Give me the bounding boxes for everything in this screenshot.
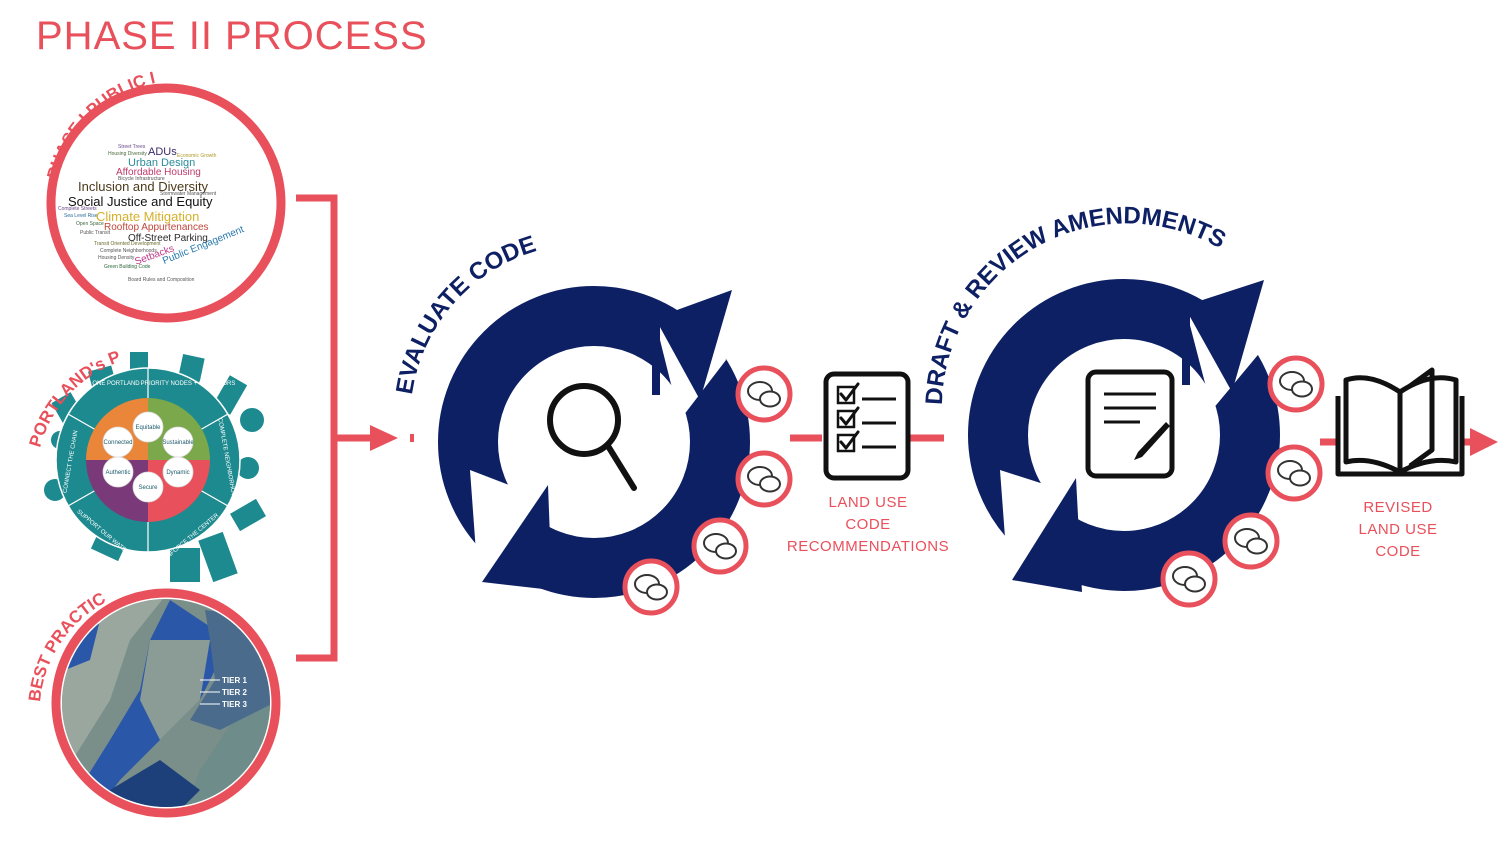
plan-ring-label: ONE PORTLAND <box>92 381 140 387</box>
plan-value: Authentic <box>105 470 130 476</box>
caption-line: CODE <box>1375 543 1421 560</box>
wordcloud-small: Bicycle Infrastructure <box>118 176 165 182</box>
wordcloud-small: Housing Density <box>98 255 135 261</box>
map-tier-label: TIER 3 <box>222 700 247 709</box>
wordcloud-mid: Rooftop Appurtenances <box>104 222 209 233</box>
wordcloud-small: Street Trees <box>118 144 146 150</box>
caption-line: RECOMMENDATIONS <box>786 538 950 555</box>
map-tier-label: TIER 1 <box>222 676 247 685</box>
checklist-icon <box>823 371 911 481</box>
input-bracket <box>296 194 372 662</box>
wordcloud-mid: Affordable Housing <box>116 167 201 178</box>
recommendations-caption: LAND USE CODE RECOMMENDATIONS <box>776 492 960 558</box>
plan-value: Connected <box>103 440 132 446</box>
wordcloud-small: Public Transit <box>80 230 111 236</box>
wordcloud-big: Social Justice and Equity <box>68 194 213 209</box>
plan-value: Equitable <box>135 425 161 431</box>
wordcloud-small: Stormwater Management <box>160 191 217 197</box>
output-arrow <box>1470 428 1498 456</box>
open-book-icon <box>1335 367 1465 477</box>
wordcloud-mid: ADUs <box>148 146 177 158</box>
chat-bubbles <box>622 355 1325 616</box>
wordcloud-small: Economic Growth <box>177 153 217 159</box>
wordcloud-small: Board Rules and Composition <box>128 277 195 283</box>
wordcloud-mid: Urban Design <box>128 157 196 169</box>
evaluate-cycle <box>438 286 750 598</box>
arrow-into-evaluate <box>370 425 398 451</box>
wordcloud-mid: Off-Street Parking <box>128 233 208 244</box>
caption-line: CODE <box>845 516 891 533</box>
caption-line: LAND USE <box>828 494 908 511</box>
magnifier-icon <box>547 383 637 491</box>
wordcloud-small: Complete Neighborhoods <box>100 248 157 254</box>
wordcloud-small: Green Building Code <box>104 264 151 270</box>
draft-cycle <box>968 279 1280 592</box>
plan-value: Dynamic <box>166 470 189 476</box>
map-tier-label: TIER 2 <box>222 688 247 697</box>
plan-value: Secure <box>138 485 158 491</box>
wordcloud-small: Transit Oriented Development <box>94 241 161 247</box>
wordcloud-small: Open Space <box>76 221 104 227</box>
revised-code-caption: REVISED LAND USE CODE <box>1340 497 1456 563</box>
page-title: PHASE II PROCESS <box>36 14 428 58</box>
plan-ring-label: PRIORITY NODES + CORRIDORS <box>141 381 236 387</box>
best-practice-map: TIER 1 TIER 2 TIER 3 <box>51 588 281 818</box>
caption-line: LAND USE <box>1358 521 1438 538</box>
plan-value: Sustainable <box>162 440 194 446</box>
document-pen-icon <box>1085 369 1175 479</box>
caption-line: REVISED <box>1363 499 1433 516</box>
portland-plan-graphic: Equitable Sustainable Dynamic Secure Aut… <box>44 352 266 583</box>
wordcloud-small: Sea Level Rise <box>64 213 98 219</box>
wordcloud-big: Climate Mitigation <box>96 209 200 224</box>
wordcloud-small: Housing Diversity <box>108 151 147 157</box>
phase1-input-circle <box>46 83 286 323</box>
wordcloud-small: Complete Streets <box>58 206 97 212</box>
wordcloud-big: Inclusion and Diversity <box>78 179 209 194</box>
